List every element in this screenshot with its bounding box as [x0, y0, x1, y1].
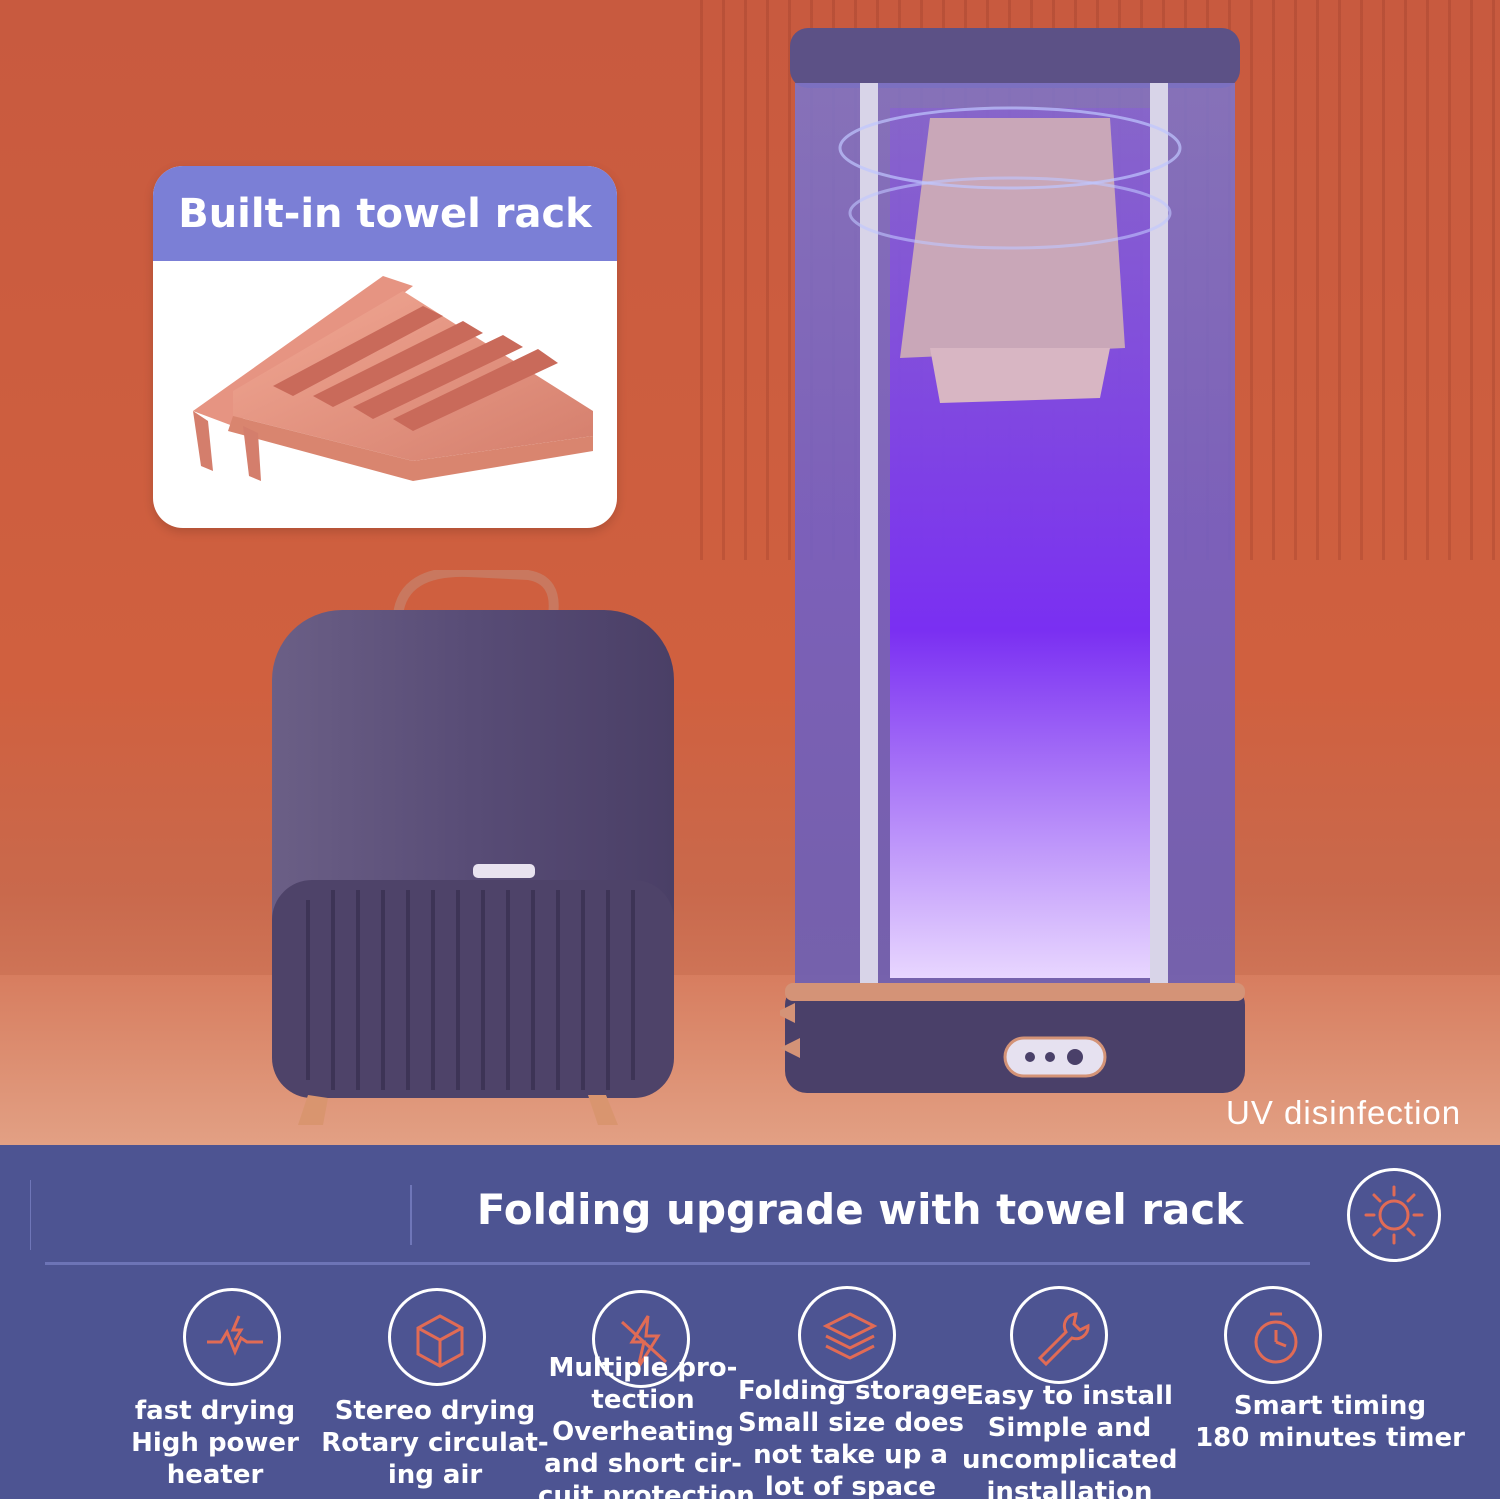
towel-rack-card: Built-in towel rack [153, 166, 617, 528]
feature-line: Simple and [987, 1413, 1152, 1443]
feature-line: Folding storage [738, 1376, 968, 1406]
lightning-shield-icon [592, 1290, 690, 1388]
feature-line: Rotary circulat- [321, 1428, 549, 1458]
feature-multiple-protection: Multiple pro- tection Overheating and sh… [538, 1352, 755, 1499]
panel-headline: Folding upgrade with towel rack [476, 1185, 1244, 1234]
feature-line: Multiple pro- [548, 1353, 738, 1383]
feature-line: Easy to install [966, 1381, 1173, 1411]
floor [0, 975, 1500, 1145]
sun-icon [1347, 1168, 1441, 1262]
tall-dryer-unit [780, 28, 1245, 1093]
feature-line: lot of space [764, 1472, 937, 1499]
heart-pulse-icon [183, 1288, 281, 1386]
towel-rack-illustration [193, 276, 593, 481]
divider [30, 1180, 31, 1250]
feature-line: not take up a [753, 1440, 948, 1470]
feature-line: Small size does [738, 1408, 965, 1438]
feature-line: tection [591, 1385, 695, 1415]
feature-line: uncomplicated [962, 1445, 1178, 1475]
folded-dryer-unit [272, 570, 674, 1125]
feature-fast-drying: fast drying High power heater [110, 1395, 320, 1491]
feature-line: installation [986, 1477, 1153, 1499]
feature-line: cuit protection [538, 1481, 755, 1499]
feature-folding-storage: Folding storage Small size does not take… [738, 1375, 968, 1499]
feature-smart-timing: Smart timing 180 minutes timer [1190, 1390, 1470, 1454]
uv-disinfection-label: UV disinfection [1226, 1094, 1462, 1131]
feature-line: 180 minutes timer [1195, 1423, 1465, 1453]
feature-line: heater [166, 1460, 264, 1490]
feature-line: fast drying [134, 1396, 296, 1426]
feature-stereo-drying: Stereo drying Rotary circulat- ing air [320, 1395, 550, 1491]
cube-icon [388, 1288, 486, 1386]
product-photo: Built-in towel rack [0, 0, 1500, 1145]
layers-icon [798, 1286, 896, 1384]
headline-underline [45, 1262, 1310, 1265]
feature-line: and short cir- [544, 1449, 742, 1479]
feature-line: Overheating [552, 1417, 734, 1447]
feature-line: Smart timing [1233, 1391, 1427, 1421]
towel-rack-title: Built-in towel rack [153, 166, 617, 261]
feature-line: Stereo drying [334, 1396, 536, 1426]
divider [410, 1185, 412, 1245]
feature-easy-install: Easy to install Simple and uncomplicated… [962, 1380, 1177, 1499]
feature-line: High power [131, 1428, 299, 1458]
wrench-icon [1010, 1286, 1108, 1384]
stopwatch-icon [1224, 1286, 1322, 1384]
feature-line: ing air [387, 1460, 483, 1490]
